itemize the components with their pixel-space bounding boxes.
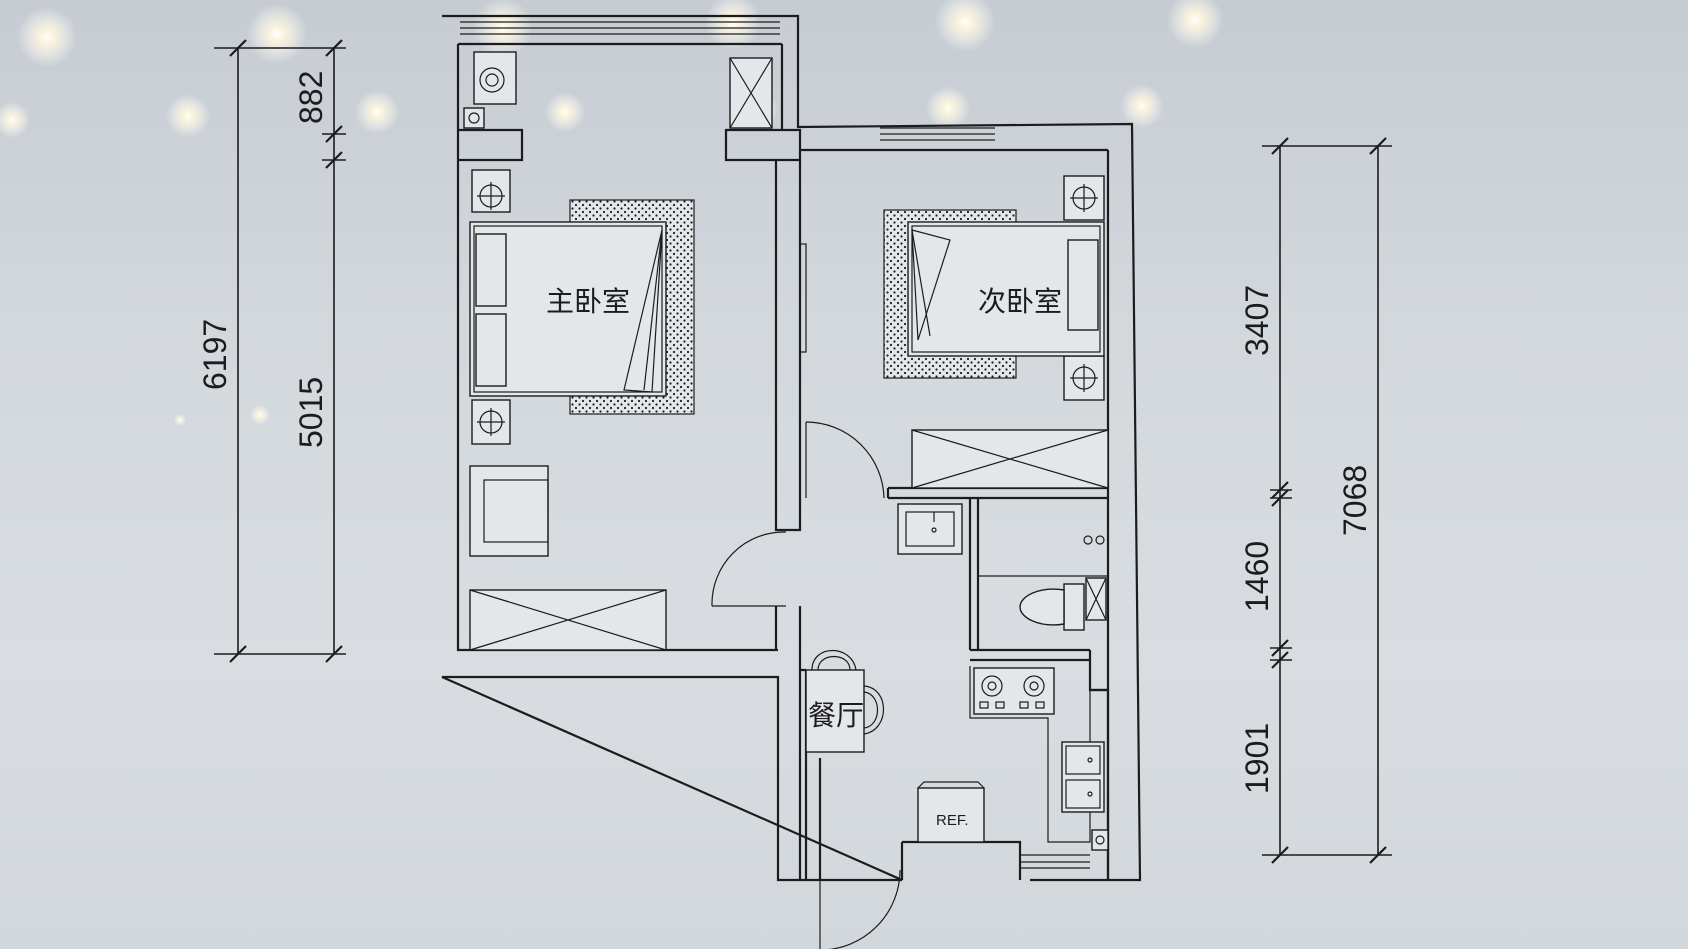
dim-left-overall: 6197 xyxy=(197,319,233,390)
fridge-label: REF. xyxy=(936,812,969,829)
kitchen-fixtures xyxy=(917,666,1109,851)
right-dimension-lines: 3407 1460 1901 7068 xyxy=(1239,137,1392,864)
master-bedroom-furniture xyxy=(463,51,773,651)
dim-left-top: 882 xyxy=(293,71,329,124)
dim-right-top: 3407 xyxy=(1239,285,1275,356)
dim-right-middle: 1460 xyxy=(1239,541,1275,612)
master-bedroom-label: 主卧室 xyxy=(546,285,630,318)
second-bedroom-furniture xyxy=(883,175,1109,489)
dim-left-main: 5015 xyxy=(293,377,329,448)
room-labels: 主卧室 次卧室 餐厅 REF. xyxy=(546,285,1062,829)
dining-room-label: 餐厅 xyxy=(808,699,864,732)
doors xyxy=(711,243,901,949)
bathroom-fixtures xyxy=(897,503,1107,631)
second-bedroom-label: 次卧室 xyxy=(978,285,1062,318)
dim-right-bottom: 1901 xyxy=(1239,723,1275,794)
dim-right-overall: 7068 xyxy=(1337,465,1373,536)
dining-furniture xyxy=(805,649,885,753)
left-dimension-lines: 6197 882 5015 xyxy=(197,39,346,663)
